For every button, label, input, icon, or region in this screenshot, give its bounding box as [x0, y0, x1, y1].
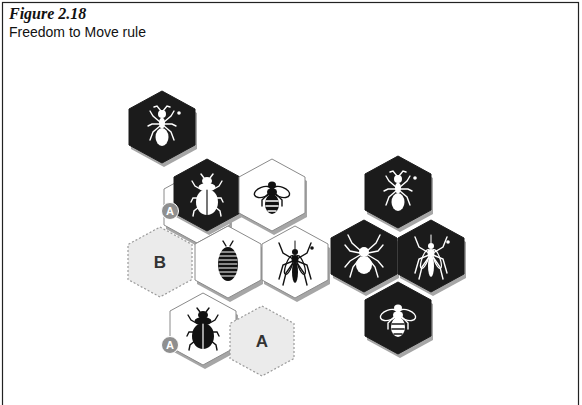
figure-caption: Freedom to Move rule — [9, 24, 146, 40]
space-label: A — [166, 206, 174, 217]
hive-tile — [262, 226, 330, 302]
figure-title: Figure 2.18 — [9, 5, 86, 23]
hive-tile — [174, 159, 242, 235]
beetle-icon — [187, 308, 219, 350]
position-marker: A — [161, 202, 179, 220]
bee-icon — [253, 182, 291, 215]
hive-tile — [331, 220, 399, 296]
empty-space-hex: B — [127, 226, 193, 298]
mosquito-icon — [279, 241, 311, 285]
mosquito-icon — [415, 235, 447, 279]
hive-tile — [365, 282, 433, 358]
space-label: A — [166, 340, 174, 351]
ant-icon — [384, 171, 412, 211]
hive-tile — [170, 293, 238, 369]
empty-space-hex: A — [229, 305, 295, 377]
bee-icon — [379, 305, 417, 338]
beetle-icon — [191, 174, 223, 216]
ant-icon — [148, 106, 176, 146]
hive-tile — [365, 156, 433, 232]
space-label: A — [256, 333, 268, 350]
pillbug-icon — [218, 241, 238, 281]
hive-tile — [239, 159, 307, 235]
spider-icon — [345, 235, 383, 277]
figure-frame — [3, 3, 579, 405]
hive-tile — [398, 220, 466, 296]
position-marker: A — [161, 336, 179, 354]
hive-tile — [195, 226, 263, 302]
hive-tile — [129, 91, 197, 167]
space-label: B — [154, 254, 166, 271]
